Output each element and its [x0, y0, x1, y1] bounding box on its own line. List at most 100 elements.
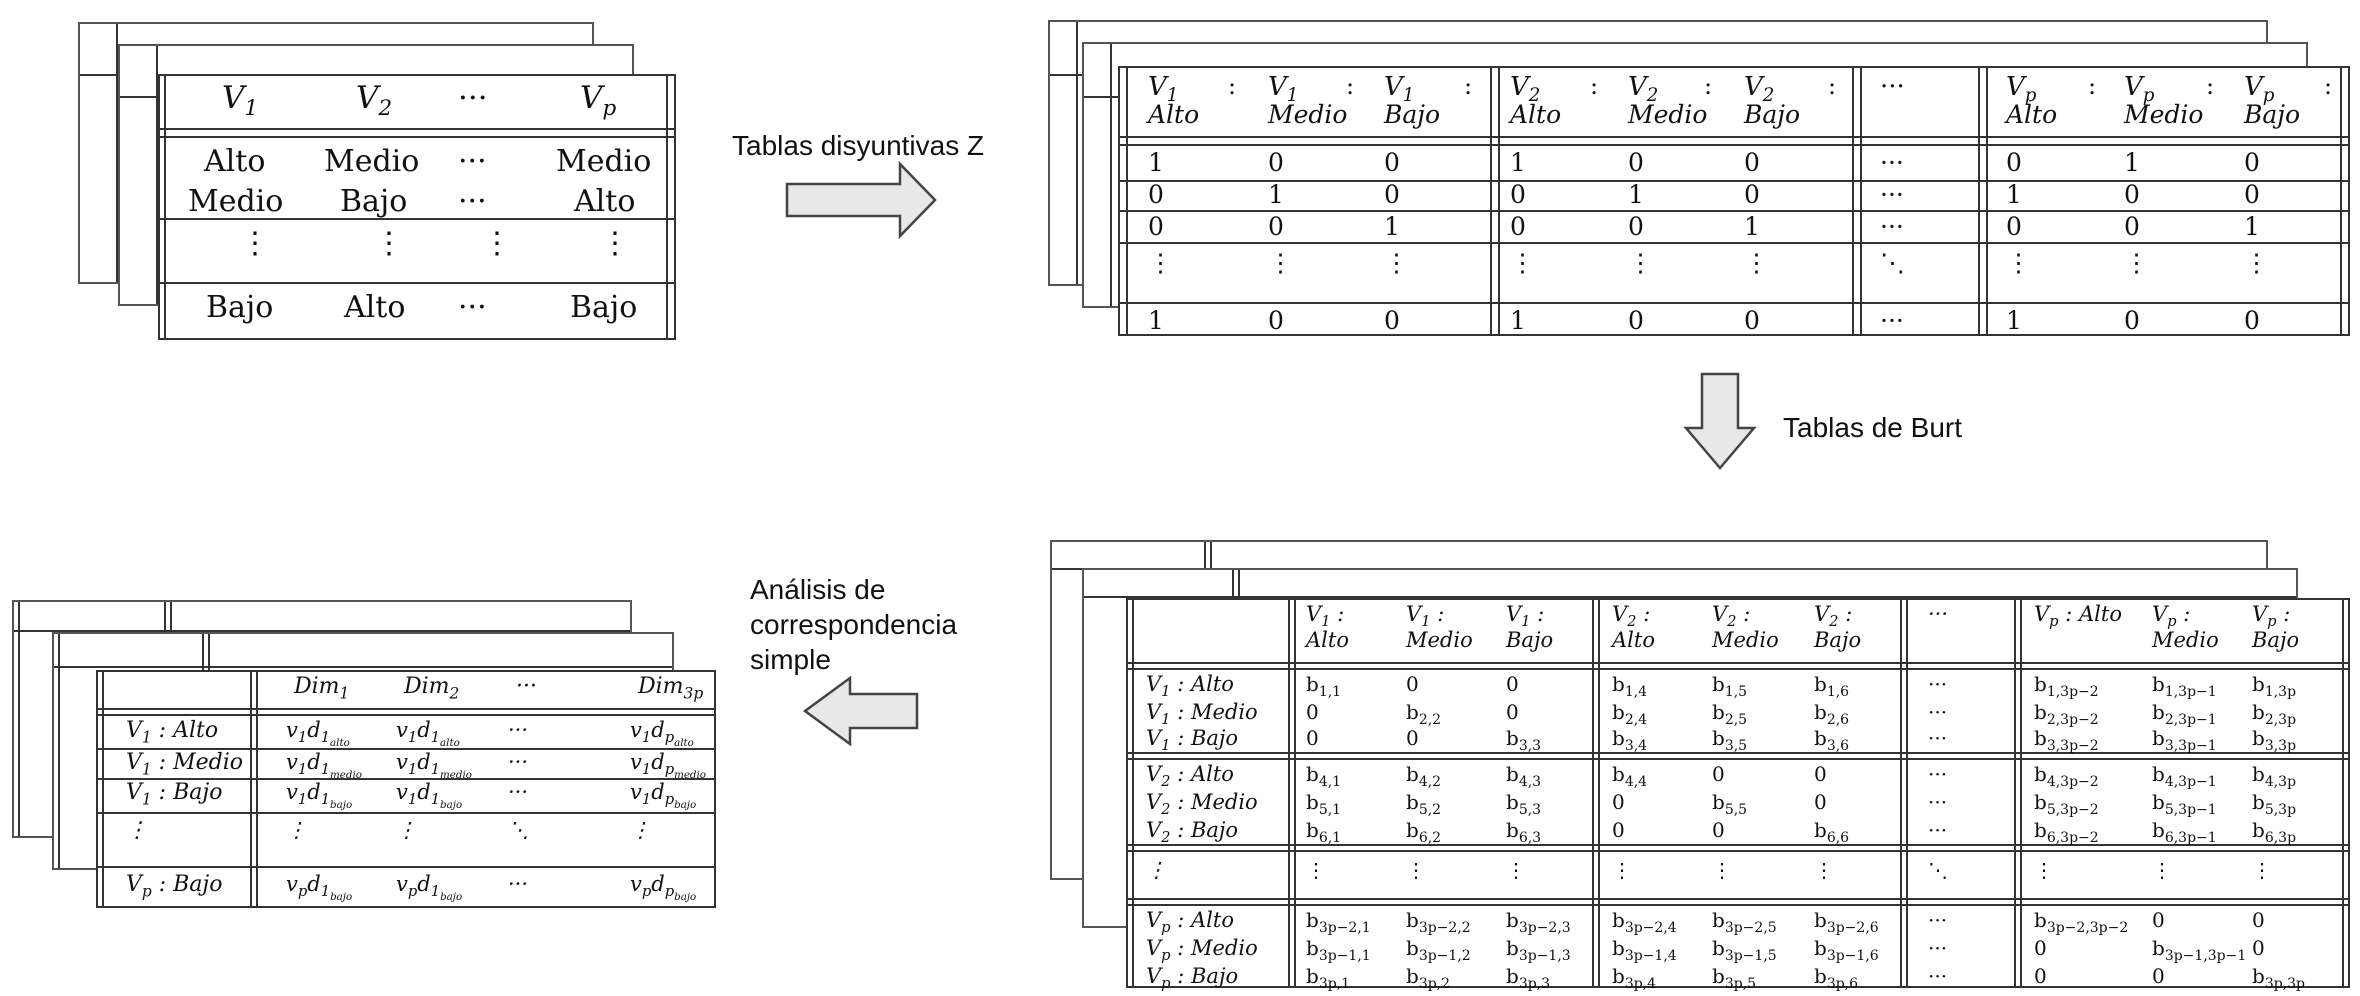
burt-cell: b3p−1,6	[1814, 936, 1879, 964]
disjunctive-cell: ⋮	[1148, 248, 1173, 277]
burt-cell: b3p−2,3	[1506, 908, 1571, 936]
disjunctive-cell: 0	[1384, 180, 1400, 209]
burt-cell: ···	[1928, 936, 1948, 960]
burt-cell: b3,5	[1712, 726, 1748, 754]
burt-cell: b3,3p−1	[2152, 726, 2217, 754]
burt-cell: 0	[2152, 908, 2165, 932]
raw-cell: Alto	[574, 184, 636, 219]
coords-cell: v1dpalto	[630, 718, 694, 750]
burt-cell: b6,3p−1	[2152, 818, 2217, 846]
burt-cell: ···	[1928, 964, 1948, 988]
burt-cell: 0	[2034, 964, 2047, 988]
disj-subheader: Bajo	[1384, 100, 1441, 129]
coords-cell: v1dpbajo	[630, 780, 697, 812]
burt-cell: ⋱	[1928, 858, 1948, 882]
burt-col-subheader: Alto	[1306, 628, 1349, 652]
burt-cell: b6,3p	[2252, 818, 2297, 846]
disjunctive-cell: 0	[1510, 212, 1526, 241]
burt-col-header: Vp :	[2252, 602, 2291, 631]
coords-cell: ···	[508, 780, 529, 804]
disjunctive-cell: 1	[1384, 212, 1400, 241]
burt-cell: 0	[2152, 964, 2165, 988]
burt-cell: b3p−2,4	[1612, 908, 1677, 936]
burt-row-label: V1 : Alto	[1146, 672, 1234, 701]
burt-cell: b1,5	[1712, 672, 1748, 700]
burt-cell: b4,3p	[2252, 762, 2297, 790]
coords-cell: ⋱	[508, 818, 529, 842]
burt-row-label: Vp : Bajo	[1146, 964, 1239, 993]
coords-cell: v1d1alto	[396, 718, 460, 750]
burt-col-subheader: Bajo	[1506, 628, 1554, 652]
burt-col-header: V2 :	[1814, 602, 1853, 631]
burt-cell: b3p−1,3p−1	[2152, 936, 2247, 964]
disjunctive-cell: ⋮	[1268, 248, 1293, 277]
disj-header: V1	[1268, 72, 1299, 107]
disjunctive-cell: ···	[1880, 180, 1904, 209]
coords-cell: v1d1bajo	[396, 780, 463, 812]
burt-cell: b3p−1,1	[1306, 936, 1371, 964]
burt-cell: ···	[1928, 726, 1948, 750]
disj-header: V2	[1628, 72, 1659, 107]
coords-cell: ···	[508, 718, 529, 742]
burt-cell: b2,6	[1814, 700, 1850, 728]
burt-row-label: V2 : Alto	[1146, 762, 1234, 791]
burt-cell: b6,6	[1814, 818, 1850, 846]
burt-cell: b4,3p−2	[2034, 762, 2099, 790]
burt-cell: 0	[1612, 818, 1625, 842]
burt-cell: ···	[1928, 762, 1948, 786]
burt-col-subheader: Bajo	[1814, 628, 1862, 652]
disjunctive-cell: ⋮	[1384, 248, 1409, 277]
burt-cell: b5,3p−1	[2152, 790, 2217, 818]
burt-cell: ⋮	[2034, 858, 2054, 882]
burt-cell: ⋮	[2152, 858, 2172, 882]
coords-cell: v1d1alto	[286, 718, 350, 750]
burt-cell: b3,6	[1814, 726, 1850, 754]
burt-cell: b3p−1,3	[1506, 936, 1571, 964]
raw-header-v2: V2	[356, 80, 393, 122]
burt-cell: 0	[1406, 726, 1419, 750]
disjunctive-cell: 0	[1744, 148, 1760, 177]
raw-cell: Medio	[556, 144, 652, 179]
disjunctive-cell: 0	[1148, 212, 1164, 241]
burt-row-label: V2 : Medio	[1146, 790, 1258, 819]
burt-cell: b3p−2,6	[1814, 908, 1879, 936]
burt-cell: b5,3	[1506, 790, 1542, 818]
disjunctive-cell: 0	[1510, 180, 1526, 209]
disjunctive-cell: ⋮	[1744, 248, 1769, 277]
coords-cell: v1d1medio	[286, 750, 362, 782]
disjunctive-cell: 0	[1744, 180, 1760, 209]
burt-cell: b3p,3	[1506, 964, 1551, 992]
burt-cell: b2,3p−2	[2034, 700, 2099, 728]
burt-cell: b1,3p	[2252, 672, 2297, 700]
disj-header: V2	[1510, 72, 1541, 107]
disj-header: Vp	[2006, 72, 2037, 107]
raw-cell: ···	[458, 184, 487, 219]
burt-cell: b6,3	[1506, 818, 1542, 846]
disjunctive-cell: 1	[2006, 180, 2022, 209]
disjunctive-cell: 0	[1268, 306, 1284, 335]
disjunctive-cell: 1	[1510, 306, 1526, 335]
burt-row-label: Vp : Medio	[1146, 936, 1258, 965]
burt-cell: b6,2	[1406, 818, 1442, 846]
burt-cell: b5,1	[1306, 790, 1342, 818]
raw-cell: ⋮	[600, 226, 630, 261]
burt-col-header: V1 :	[1306, 602, 1345, 631]
coords-cell: ⋮	[630, 818, 651, 842]
burt-col-subheader: Medio	[1406, 628, 1473, 652]
burt-cell: b3p−1,4	[1612, 936, 1677, 964]
raw-cell: Alto	[204, 144, 266, 179]
burt-cell: ···	[1928, 700, 1948, 724]
disjunctive-cell: ⋮	[2244, 248, 2269, 277]
burt-cell: b5,2	[1406, 790, 1442, 818]
raw-cell: Medio	[188, 184, 284, 219]
disj-subheader: Medio	[2124, 100, 2204, 129]
burt-cell: 0	[1612, 790, 1625, 814]
disjunctive-cell: 1	[2124, 148, 2140, 177]
disjunctive-cell: ···	[1880, 306, 1904, 335]
burt-cell: ···	[1928, 908, 1948, 932]
disjunctive-cell: 1	[2244, 212, 2260, 241]
burt-cell: b3p,1	[1306, 964, 1351, 992]
disj-subheader: Medio	[1628, 100, 1708, 129]
burt-cell: ···	[1928, 818, 1948, 842]
burt-cell: b4,1	[1306, 762, 1342, 790]
